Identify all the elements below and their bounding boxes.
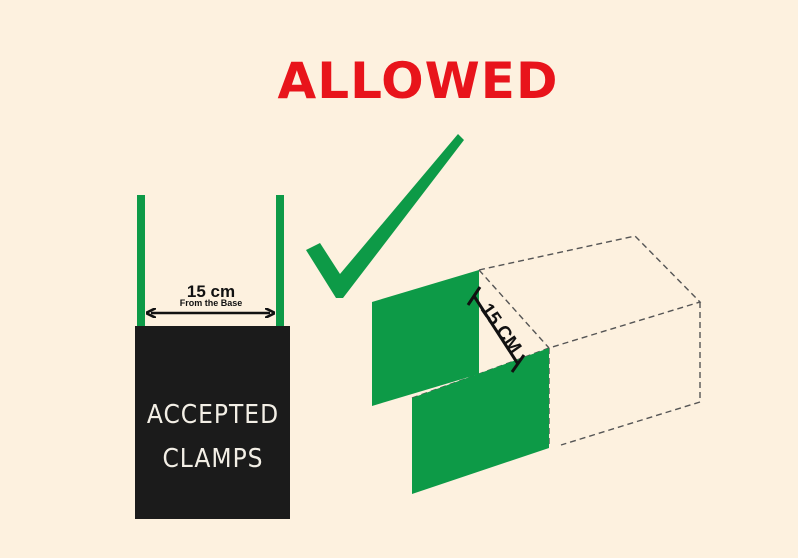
clamp-label-line2: CLAMPS	[162, 444, 263, 474]
clamp-base-block	[135, 326, 290, 519]
iso-measure-tick-top	[466, 286, 482, 306]
iso-distance-label: 15 CM	[476, 300, 525, 358]
isometric-illustration: 15 CM	[372, 235, 702, 494]
iso-measure-tick-bottom	[510, 354, 526, 373]
clamp-post-right	[276, 195, 284, 330]
check-icon	[306, 134, 464, 298]
clamp-distance-note: From the Base	[180, 298, 243, 308]
green-panel-upper	[372, 270, 479, 406]
clamp-distance-value: 15 cm	[187, 282, 235, 301]
clamp-illustration: 15 cm From the Base ACCEPTED CLAMPS	[135, 195, 290, 519]
clamp-post-left	[137, 195, 145, 330]
page-title: ALLOWED	[277, 52, 559, 110]
green-panel-lower	[412, 348, 549, 494]
iso-measure-line	[472, 295, 520, 365]
clamp-label-line1: ACCEPTED	[147, 400, 279, 430]
